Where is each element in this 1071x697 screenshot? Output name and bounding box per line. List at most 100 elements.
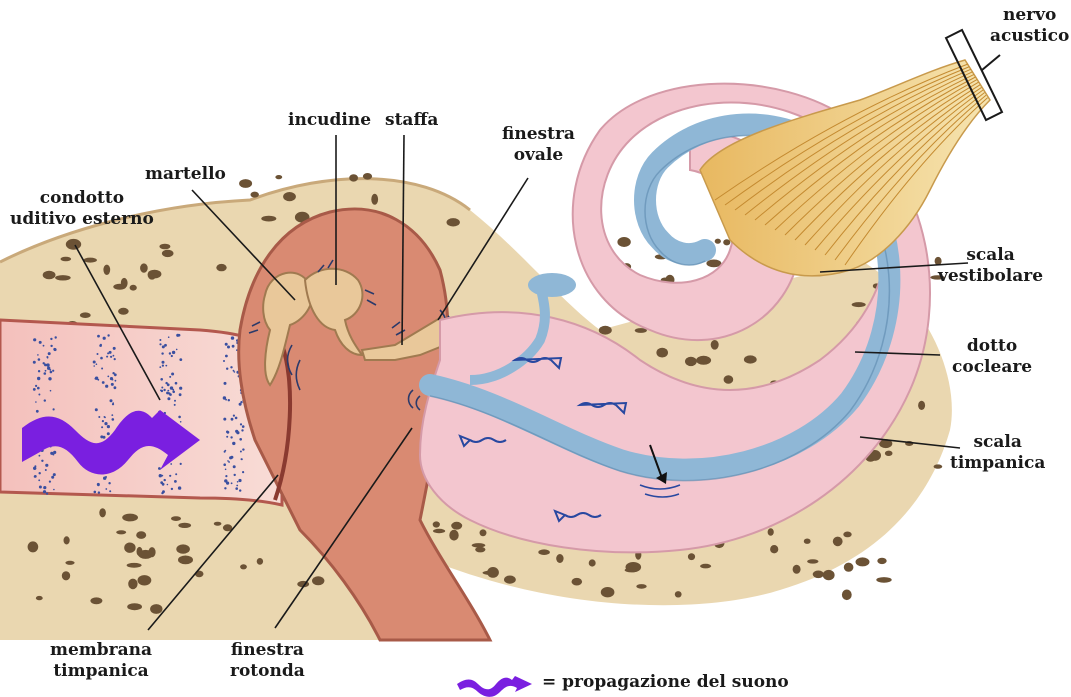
bone-pore [251, 192, 259, 198]
canal-dot [171, 373, 174, 376]
canal-dot [230, 436, 232, 438]
canal-dot [241, 458, 243, 460]
bone-pore [589, 559, 596, 566]
bone-pore [90, 597, 102, 604]
canal-dot [226, 436, 228, 438]
canal-dot [233, 370, 235, 372]
bone-pore [823, 570, 835, 580]
canal-dot [180, 421, 182, 423]
canal-dot [225, 469, 227, 471]
bone-pore [601, 587, 615, 597]
canal-dot [38, 358, 41, 361]
canal-dot [233, 415, 235, 417]
canal-dot [39, 341, 42, 344]
bone-pore [136, 531, 146, 539]
bone-pore [171, 516, 181, 521]
bone-pore [162, 250, 174, 257]
canal-dot [35, 385, 37, 387]
canal-dot [227, 431, 230, 434]
canal-dot [53, 408, 55, 410]
canal-dot [235, 487, 238, 490]
canal-dot [36, 410, 39, 413]
canal-dot [105, 476, 107, 478]
canal-dot [52, 370, 54, 372]
canal-dot [103, 337, 106, 340]
bone-pore [625, 568, 639, 573]
bone-pore [843, 532, 851, 538]
canal-dot [240, 423, 242, 425]
canal-dot [110, 399, 113, 402]
canal-dot [114, 373, 117, 376]
canal-dot [107, 432, 110, 435]
canal-dot [241, 429, 243, 431]
canal-dot [107, 334, 109, 336]
canal-dot [97, 484, 100, 487]
canal-dot [224, 451, 226, 453]
canal-dot [163, 389, 165, 391]
bone-pore [178, 523, 191, 528]
canal-dot [174, 480, 177, 483]
bone-pore [833, 537, 843, 547]
canal-dot [39, 472, 41, 474]
bone-pore [480, 529, 487, 536]
canal-dot [43, 345, 45, 347]
bone-pore [138, 575, 152, 585]
canal-dot [104, 417, 106, 419]
canal-dot [167, 484, 169, 486]
bone-pore [178, 556, 193, 565]
canal-dot [38, 370, 40, 372]
canal-dot [175, 473, 177, 475]
canal-dot [111, 414, 113, 416]
canal-dot [161, 387, 163, 389]
canal-dot [238, 479, 241, 482]
bone-pore [934, 464, 943, 468]
bone-pore [793, 565, 801, 574]
canal-dot [225, 355, 228, 358]
bone-pore [877, 558, 886, 564]
bone-pore [807, 559, 818, 563]
canal-dot [169, 393, 172, 396]
canal-dot [178, 334, 181, 337]
bone-pore [65, 561, 74, 565]
canal-dot [162, 490, 165, 493]
bone-pore [36, 596, 43, 600]
bone-pore [118, 308, 129, 315]
canal-dot [53, 489, 55, 491]
canal-dot [50, 338, 52, 340]
canal-dot [43, 490, 46, 493]
canal-dot [226, 368, 228, 370]
canal-dot [235, 417, 238, 420]
label-staffa: staffa [385, 110, 438, 131]
bone-pore [130, 285, 137, 291]
canal-dot [105, 488, 107, 490]
bone-pore [159, 244, 170, 250]
canal-dot [48, 377, 51, 380]
canal-dot [179, 387, 182, 390]
canal-dot [114, 358, 116, 360]
canal-dot [99, 344, 102, 347]
canal-dot [232, 442, 235, 445]
bone-pore [538, 549, 550, 555]
canal-dot [167, 397, 170, 400]
canal-dot [228, 399, 230, 401]
canal-dot [33, 388, 36, 391]
bone-pore [62, 571, 70, 580]
canal-dot [239, 438, 242, 441]
bone-pore [99, 508, 106, 517]
canal-dot [165, 365, 167, 367]
canal-dot [45, 464, 48, 467]
canal-dot [169, 352, 171, 354]
bone-pore [700, 564, 711, 569]
bone-pore [918, 401, 925, 410]
bone-pore [103, 265, 110, 275]
canal-dot [43, 486, 46, 489]
bone-pore [148, 270, 162, 279]
canal-dot [48, 352, 51, 355]
canal-dot [161, 475, 163, 477]
vestibule-sac [528, 273, 576, 297]
bone-pore [28, 541, 39, 552]
canal-dot [240, 451, 242, 453]
canal-dot [112, 379, 114, 381]
